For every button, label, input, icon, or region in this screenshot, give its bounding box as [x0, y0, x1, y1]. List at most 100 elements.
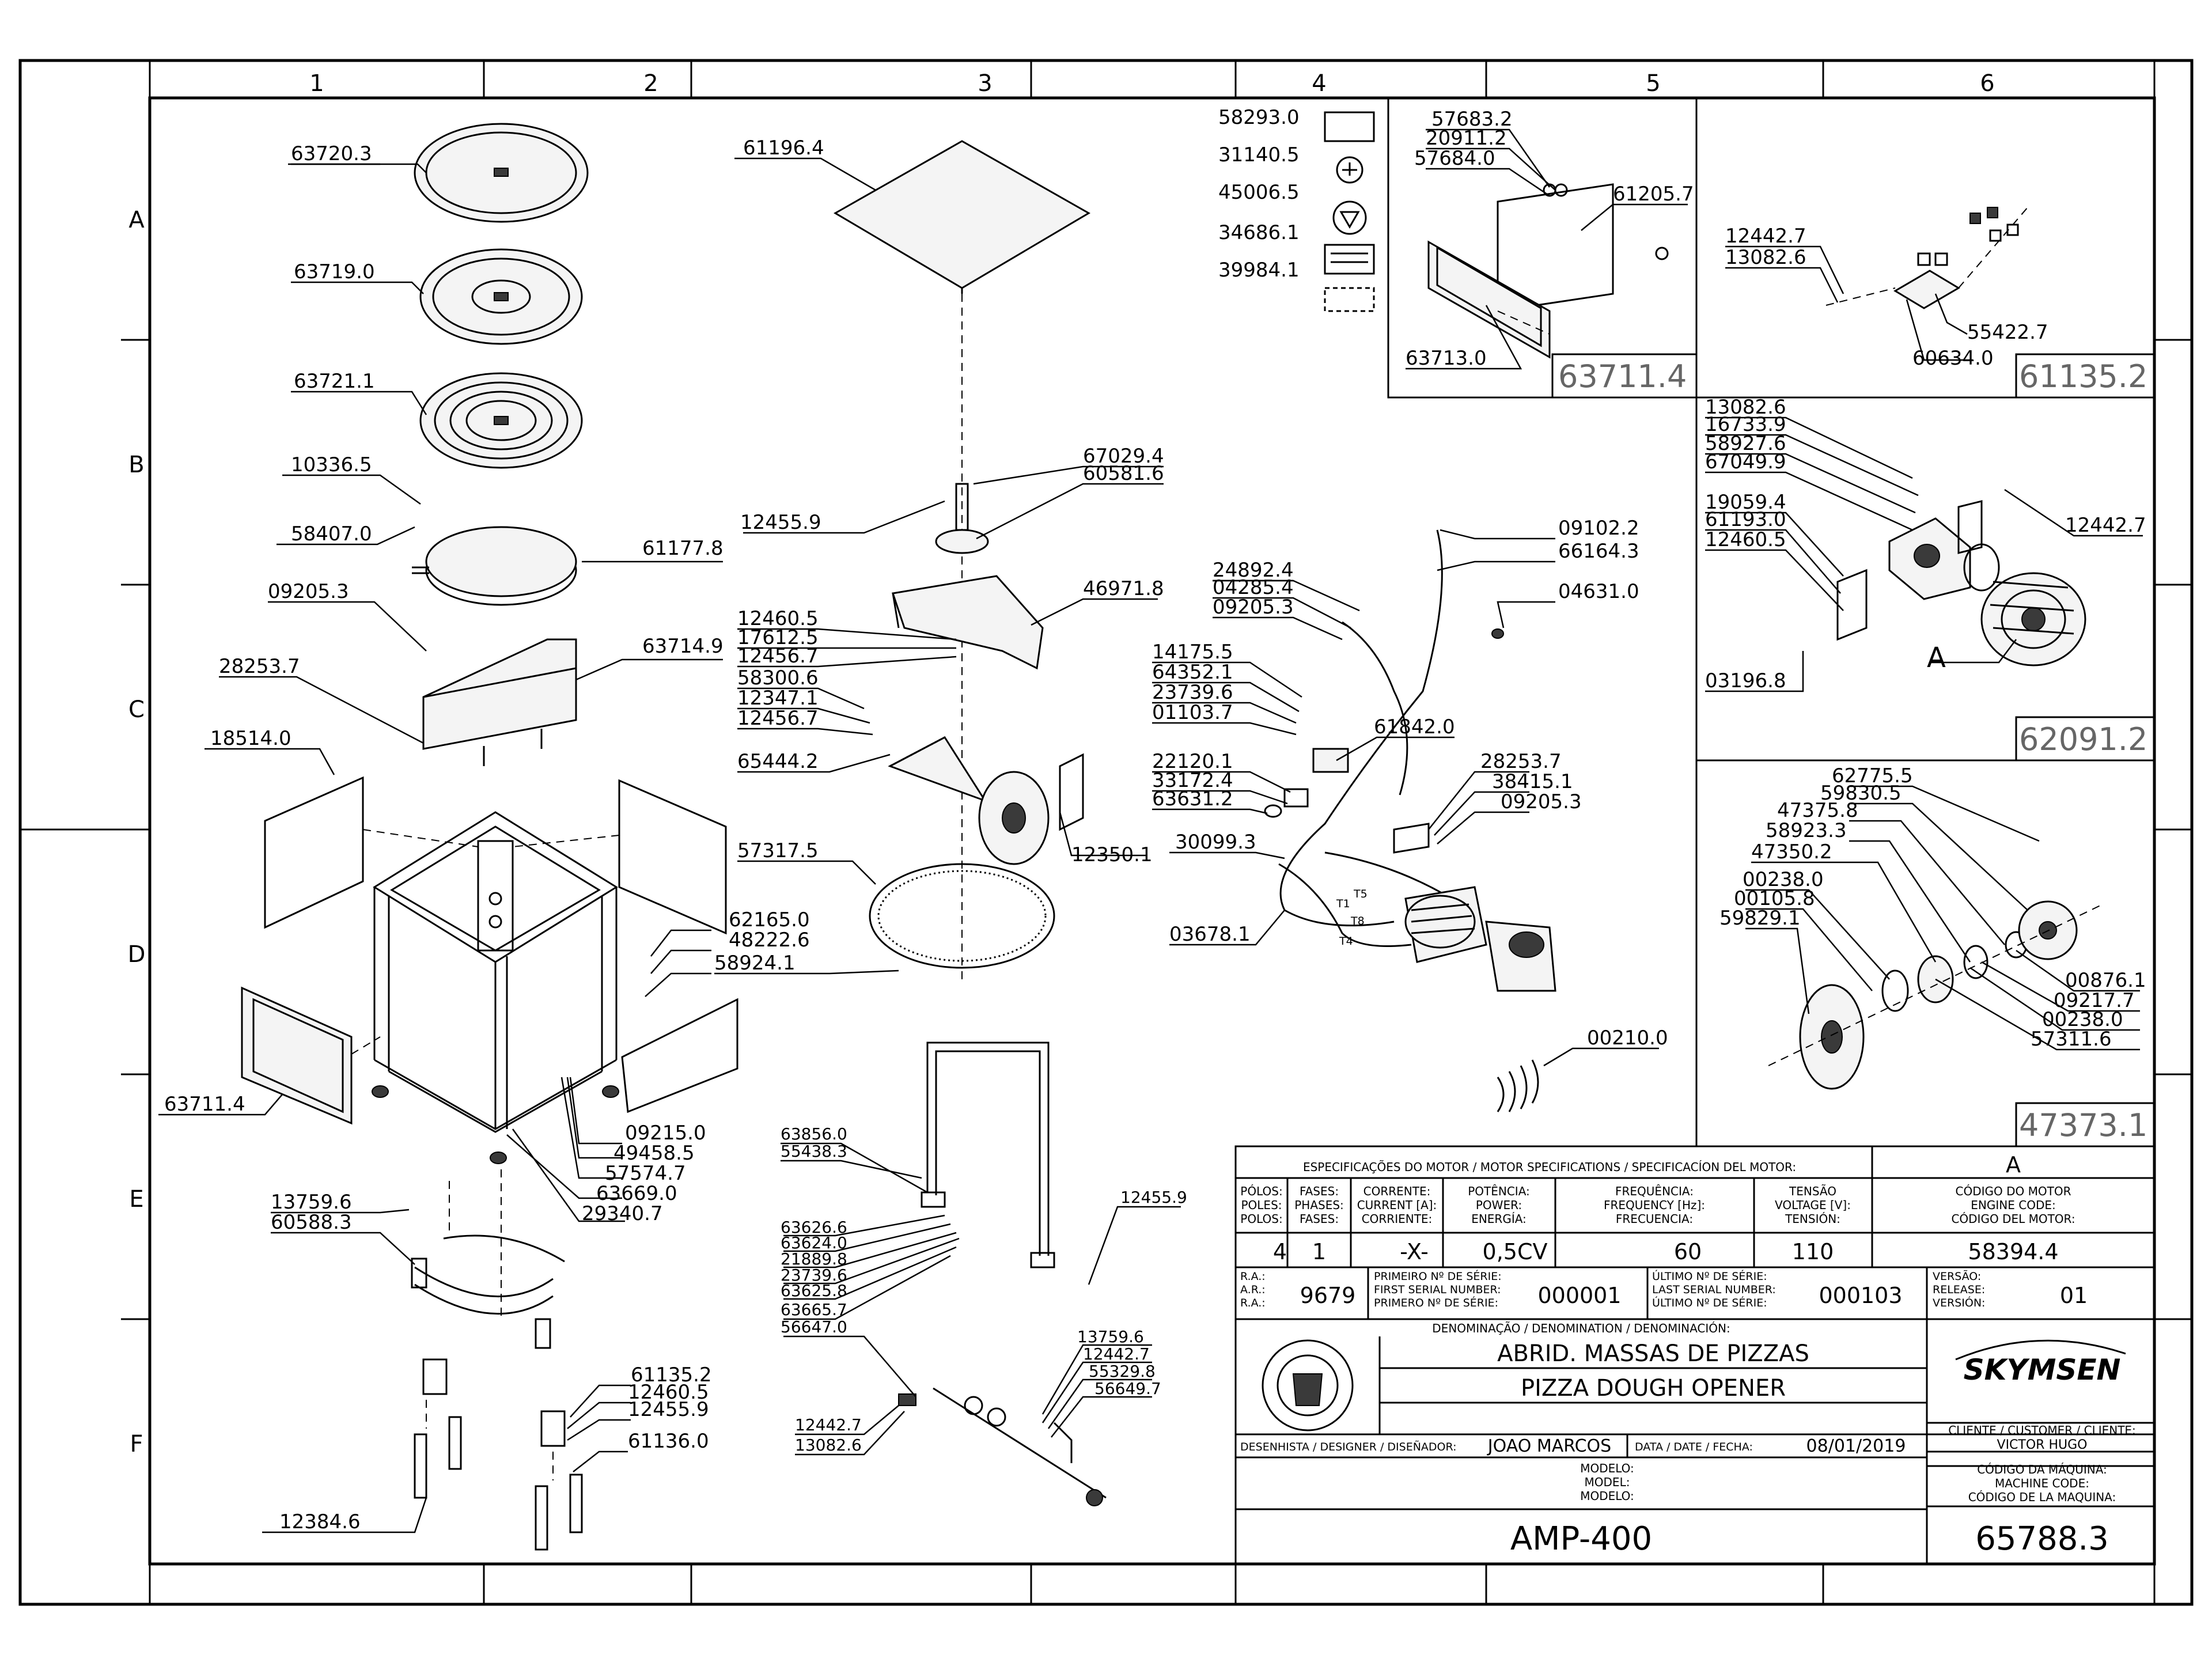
callout-09205-3: 09205.3	[1213, 596, 1294, 619]
callout-48222-6: 48222.6	[729, 929, 810, 952]
callout-60588-3: 60588.3	[271, 1211, 352, 1234]
poles-label-en: POLES:	[1241, 1198, 1282, 1212]
callout-61177-8: 61177.8	[642, 537, 724, 560]
callout-00876-1: 00876.1	[2065, 969, 2146, 992]
hinge-brackets	[414, 1358, 583, 1551]
callout-47350-2: 47350.2	[1751, 840, 1832, 863]
wire-tag-t8: T8	[1350, 915, 1365, 927]
callout-12456-7: 12456.7	[737, 645, 819, 668]
callout-63665-7: 63665.7	[781, 1300, 847, 1319]
callout-09215-0: 09215.0	[625, 1122, 706, 1145]
callout-00210-0: 00210.0	[1587, 1027, 1668, 1050]
callout-66164-3: 66164.3	[1558, 540, 1639, 563]
model-value: AMP-400	[1510, 1520, 1652, 1558]
callout-57683-2: 57683.2	[1431, 108, 1513, 131]
callout-12442-7: 12442.7	[1725, 225, 1806, 248]
machine-code-label-en: MACHINE CODE:	[1995, 1476, 2089, 1490]
grid-row-E: E	[129, 1186, 143, 1213]
callout-22120-1: 22120.1	[1152, 750, 1233, 773]
callout-61196-4: 61196.4	[743, 137, 824, 160]
current-label-es: CORRIENTE:	[1362, 1212, 1433, 1226]
grid-row-D: D	[128, 941, 146, 968]
version-label-pt: VERSÃO:	[1933, 1270, 1981, 1283]
callout-61136-0: 61136.0	[628, 1430, 709, 1453]
callout-62775-5: 62775.5	[1832, 764, 1913, 787]
callout-56647-0: 56647.0	[781, 1317, 847, 1336]
callout-12455-9: 12455.9	[740, 511, 821, 534]
legend-31140-5: 31140.5	[1218, 143, 1300, 166]
wire-tag-t4: T4	[1339, 935, 1353, 948]
callout-63856-0: 63856.0	[781, 1124, 847, 1143]
collar-band-60588-3	[411, 1169, 565, 1349]
frequency-label-pt: FREQUÊNCIA:	[1615, 1184, 1694, 1198]
phases-label-en: PHASES:	[1294, 1198, 1344, 1212]
client-value: VICTOR HUGO	[1997, 1438, 2088, 1452]
callout-12442-7: 12442.7	[1083, 1344, 1150, 1363]
ground-symbol-icon	[1336, 156, 1363, 184]
first-serial-value: 000001	[1537, 1283, 1621, 1308]
callout-60581-6: 60581.6	[1083, 462, 1164, 485]
callout-20911-2: 20911.2	[1426, 127, 1507, 150]
motor-assembly-62091-2	[1836, 500, 2086, 666]
grid-column-labels: 1 2 3 4 5 6	[309, 70, 1994, 97]
panel-assembly-63711-4	[1427, 183, 1669, 359]
callout-03678-1: 03678.1	[1169, 923, 1251, 946]
frequency-label-es: FRECUENCIA:	[1616, 1212, 1693, 1226]
sub-assembly-boxes: 63711.4 61135.2 62091.2 47373.1	[1387, 97, 2156, 1147]
callout-60634-0: 60634.0	[1912, 347, 1994, 370]
callout-61842-0: 61842.0	[1374, 715, 1455, 738]
label-symbol	[1324, 111, 1375, 142]
heating-plate-61177-8	[412, 526, 577, 606]
power-value: 0,5CV	[1483, 1239, 1548, 1264]
callout-13082-6: 13082.6	[1705, 396, 1786, 419]
callout-64352-1: 64352.1	[1152, 661, 1233, 684]
callout-motor-A: A	[1927, 642, 1946, 674]
callout-23739-6: 23739.6	[781, 1266, 847, 1285]
callout-13082-6: 13082.6	[1725, 246, 1806, 269]
callout-12455-9: 12455.9	[628, 1398, 709, 1421]
callout-labels: 63720.3 63719.0 63721.1 10336.5 58407.0 …	[164, 108, 2146, 1533]
ra-value: 9679	[1300, 1283, 1356, 1308]
callout-23739-6: 23739.6	[1152, 681, 1233, 704]
machine-name-pt: ABRID. MASSAS DE PIZZAS	[1497, 1340, 1809, 1367]
callout-28253-7: 28253.7	[1480, 750, 1562, 773]
date-label: DATA / DATE / FECHA:	[1635, 1441, 1753, 1453]
brand-logo: SKYMSEN	[1964, 1353, 2121, 1387]
callout-09205-3: 09205.3	[1501, 790, 1582, 813]
callout-14175-5: 14175.5	[1152, 641, 1233, 664]
phases-value: 1	[1312, 1239, 1326, 1264]
grid-col-1: 1	[309, 70, 324, 97]
callout-12384-6: 12384.6	[279, 1510, 361, 1533]
machine-code-value: 65788.3	[1975, 1520, 2109, 1558]
callout-18514-0: 18514.0	[210, 727, 291, 750]
wire-tag-t1: T1	[1336, 897, 1350, 910]
machine-name-en: PIZZA DOUGH OPENER	[1521, 1375, 1786, 1402]
callout-63719-0: 63719.0	[294, 260, 375, 283]
callout-28253-7: 28253.7	[219, 655, 300, 678]
legend-34686-1: 34686.1	[1218, 221, 1300, 244]
callout-58923-3: 58923.3	[1766, 819, 1847, 842]
callout-33172-4: 33172.4	[1152, 769, 1233, 792]
model-label-es: MODELO:	[1580, 1489, 1634, 1503]
callout-13759-6: 13759.6	[1077, 1327, 1144, 1346]
callout-67029-4: 67029.4	[1083, 445, 1164, 468]
legend-symbols: 58293.0 31140.5 45006.5 34686.1 39984.1	[1218, 106, 1375, 312]
voltage-label-en: VOLTAGE [V]:	[1775, 1198, 1851, 1212]
engine-code-label-es: CÓDIGO DEL MOTOR:	[1951, 1212, 2075, 1226]
side-panels	[241, 776, 738, 1125]
disc-63719-0	[419, 248, 583, 345]
callout-63720-3: 63720.3	[291, 142, 372, 165]
callout-13082-6: 13082.6	[795, 1435, 862, 1455]
callout-61135-2: 61135.2	[631, 1363, 712, 1387]
sub-assembly-code-61135-2: 61135.2	[2019, 358, 2147, 395]
last-serial-label-en: LAST SERIAL NUMBER:	[1652, 1283, 1776, 1296]
motor-spec-header: ESPECIFICAÇÕES DO MOTOR / MOTOR SPECIFIC…	[1303, 1160, 1796, 1174]
legend-58293-0: 58293.0	[1218, 106, 1300, 129]
callout-09102-2: 09102.2	[1558, 517, 1639, 540]
callout-12460-5: 12460.5	[737, 607, 819, 630]
callout-63713-0: 63713.0	[1406, 347, 1487, 370]
grid-col-5: 5	[1646, 70, 1660, 97]
callout-19059-4: 19059.4	[1705, 491, 1786, 514]
designer-label: DESENHISTA / DESIGNER / DISEÑADOR:	[1240, 1440, 1457, 1453]
current-label-pt: CORRENTE:	[1363, 1184, 1431, 1198]
